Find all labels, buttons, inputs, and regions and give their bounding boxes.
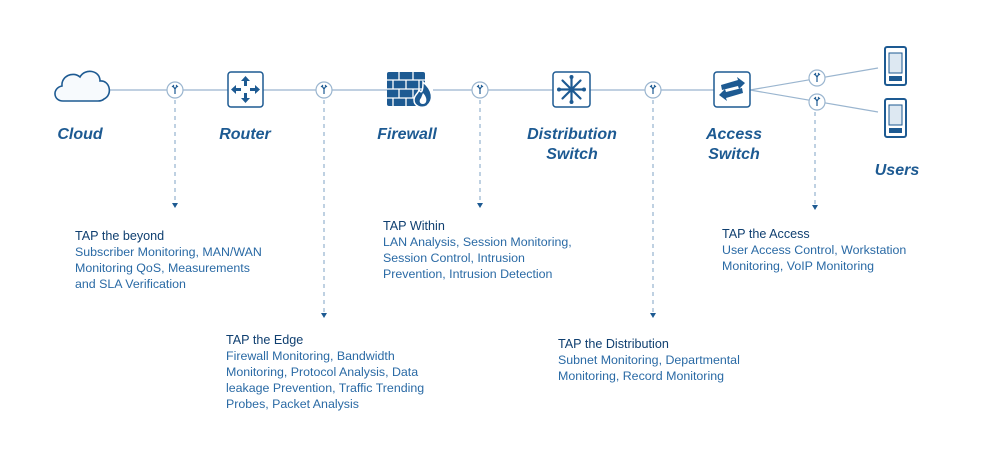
node-label-users: Users: [874, 162, 920, 179]
tap-drop-lines: [174, 100, 816, 313]
router-arrows-icon: [227, 71, 264, 108]
node-label-cloud: Cloud: [57, 126, 103, 143]
node-label-firewall: Firewall: [377, 126, 437, 143]
tap-port-icon: [166, 81, 184, 99]
tap-distribution-description: Subnet Monitoring, Departmental Monitori…: [558, 353, 740, 383]
tap-beyond-block: TAP the beyond Subscriber Monitoring, MA…: [75, 228, 295, 292]
tap-port-icon: [808, 69, 826, 87]
tap-within-block: TAP Within LAN Analysis, Session Monitor…: [383, 218, 603, 282]
backbone-links: [110, 67, 879, 113]
tap-within-title: TAP Within: [383, 219, 445, 233]
tap-access-description: User Access Control, Workstation Monitor…: [722, 243, 907, 273]
mobile-device-icon: [884, 46, 907, 86]
tap-distribution-block: TAP the Distribution Subnet Monitoring, …: [558, 336, 778, 384]
mobile-device-icon: [884, 98, 907, 138]
tap-distribution-title: TAP the Distribution: [558, 337, 669, 351]
tap-edge-description: Firewall Monitoring, Bandwidth Monitorin…: [226, 349, 425, 411]
tap-port-icon: [315, 81, 333, 99]
tap-edge-block: TAP the Edge Firewall Monitoring, Bandwi…: [226, 332, 466, 412]
swap-arrows-switch-icon: [713, 71, 751, 108]
tap-drop-arrows: [172, 203, 818, 318]
firewall-brick-flame-icon: [387, 72, 433, 108]
tap-port-icon: [644, 81, 662, 99]
tap-beyond-description: Subscriber Monitoring, MAN/WAN Monitorin…: [75, 245, 262, 291]
tap-access-block: TAP the Access User Access Control, Work…: [722, 226, 952, 274]
tap-within-description: LAN Analysis, Session Monitoring, Sessio…: [383, 235, 572, 281]
node-label-distribution-switch: Distribution Switch: [527, 126, 617, 163]
node-label-access-switch: Access Switch: [705, 126, 763, 163]
tap-edge-title: TAP the Edge: [226, 333, 304, 347]
cloud-icon: [54, 70, 111, 102]
tap-beyond-title: TAP the beyond: [75, 229, 165, 243]
node-label-router: Router: [219, 126, 271, 143]
tap-access-title: TAP the Access: [722, 227, 810, 241]
snowflake-switch-icon: [552, 71, 591, 108]
tap-port-icon: [471, 81, 489, 99]
tap-port-icon: [808, 93, 826, 111]
